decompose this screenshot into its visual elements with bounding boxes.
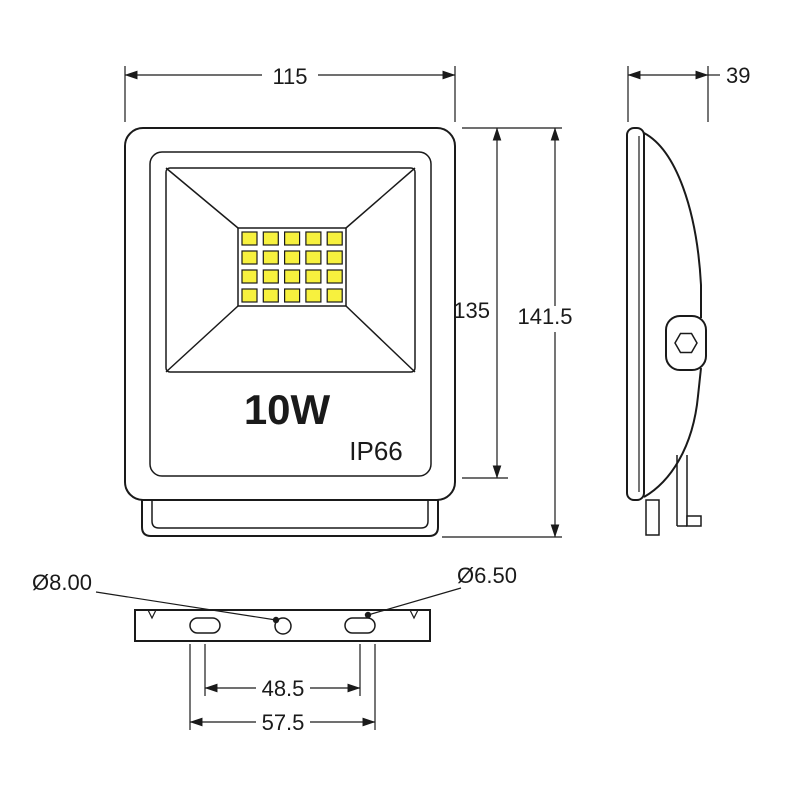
led-chip [241, 250, 258, 265]
led-chip [284, 231, 301, 246]
wattage-label: 10W [244, 386, 331, 433]
side-view: 39 [626, 63, 750, 536]
hex-bolt-icon [674, 332, 698, 354]
depth-dimension-label: 39 [726, 63, 750, 88]
led-chip [241, 231, 258, 246]
reflector-corner-line [345, 167, 416, 229]
leader-dot [272, 616, 280, 624]
leader-line [367, 587, 462, 616]
glass-height-dimension-label: 135 [453, 298, 490, 323]
led-chip [241, 269, 258, 284]
led-chip [262, 250, 279, 265]
side-body-profile-upper [643, 132, 702, 318]
led-chip [262, 269, 279, 284]
led-chip [284, 269, 301, 284]
label-mask [513, 306, 577, 332]
led-chip [241, 288, 258, 303]
side-body-profile-lower [643, 367, 702, 498]
mounting-slot-right [344, 617, 376, 634]
slot-center-spacing-label: 48.5 [262, 676, 305, 701]
led-chip [284, 288, 301, 303]
led-chip [305, 250, 322, 265]
reflector-corner-line [165, 305, 239, 373]
led-chip [326, 288, 343, 303]
total-height-dimension-label: 141.5 [517, 304, 572, 329]
notch [147, 609, 157, 620]
leader-dot [364, 611, 372, 619]
base-bracket [141, 499, 439, 537]
leader-line [95, 591, 277, 621]
led-chips [241, 231, 343, 303]
led-chip [305, 269, 322, 284]
center-hole-diameter-label: Ø8.00 [32, 570, 92, 595]
notch [409, 609, 419, 620]
front-view: 115 10W IP66 135 141.5 [124, 62, 577, 538]
reflector-corner-line [165, 167, 239, 229]
slot-diameter-label: Ø6.50 [457, 563, 517, 588]
bottom-view: Ø8.00 Ø6.50 48.5 57.5 [32, 563, 517, 735]
mounting-slot-left [189, 617, 221, 634]
led-chip [326, 269, 343, 284]
slot-outer-spacing-label: 57.5 [262, 710, 305, 735]
led-chip [262, 288, 279, 303]
center-hole [274, 617, 292, 635]
led-chip [305, 231, 322, 246]
side-base-post [645, 499, 660, 536]
width-dimension-label: 115 [272, 64, 307, 89]
label-mask [256, 675, 310, 701]
label-mask [262, 62, 318, 88]
side-lens-face [626, 127, 645, 501]
led-chip [326, 250, 343, 265]
base-bracket-inner [151, 499, 429, 529]
led-chip [326, 231, 343, 246]
led-chip [284, 250, 301, 265]
label-mask [256, 709, 310, 735]
reflector-corner-line [345, 305, 416, 373]
led-chip [305, 288, 322, 303]
mounting-arm-foot [686, 515, 702, 527]
led-chip [262, 231, 279, 246]
ip-rating-label: IP66 [349, 436, 403, 466]
